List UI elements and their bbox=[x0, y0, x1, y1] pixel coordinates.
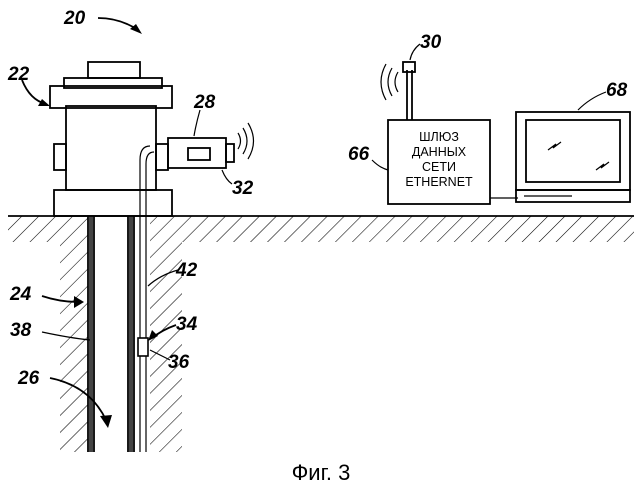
wellhead bbox=[50, 62, 172, 216]
patent-figure: ШЛЮЗ ДАННЫХ СЕТИ ETHERNET 20 22 28 bbox=[0, 0, 642, 460]
downhole-sensor bbox=[138, 338, 148, 356]
ref-66: 66 bbox=[348, 144, 370, 165]
ref-26: 26 bbox=[17, 368, 40, 389]
ref-30: 30 bbox=[420, 32, 442, 53]
ref-68: 68 bbox=[606, 80, 628, 101]
ref-20: 20 bbox=[63, 8, 86, 29]
figure-caption: Фиг. 3 bbox=[0, 460, 642, 486]
ref-24: 24 bbox=[9, 284, 32, 305]
ref-38: 38 bbox=[10, 320, 32, 341]
ref-28: 28 bbox=[193, 92, 216, 113]
ref-32: 32 bbox=[232, 178, 254, 199]
gateway-label-line-4: ETHERNET bbox=[405, 175, 473, 189]
gateway-label-line-2: ДАННЫХ bbox=[412, 145, 467, 159]
ref-36: 36 bbox=[168, 352, 190, 373]
gateway-label-line-1: ШЛЮЗ bbox=[419, 130, 459, 144]
wireless-transmitter bbox=[168, 123, 254, 168]
ground-section bbox=[8, 216, 634, 456]
ref-42: 42 bbox=[175, 260, 198, 281]
ref-34: 34 bbox=[176, 314, 198, 335]
ref-22: 22 bbox=[7, 64, 30, 85]
gateway-label-line-3: СЕТИ bbox=[422, 160, 456, 174]
computer-monitor bbox=[516, 112, 630, 202]
